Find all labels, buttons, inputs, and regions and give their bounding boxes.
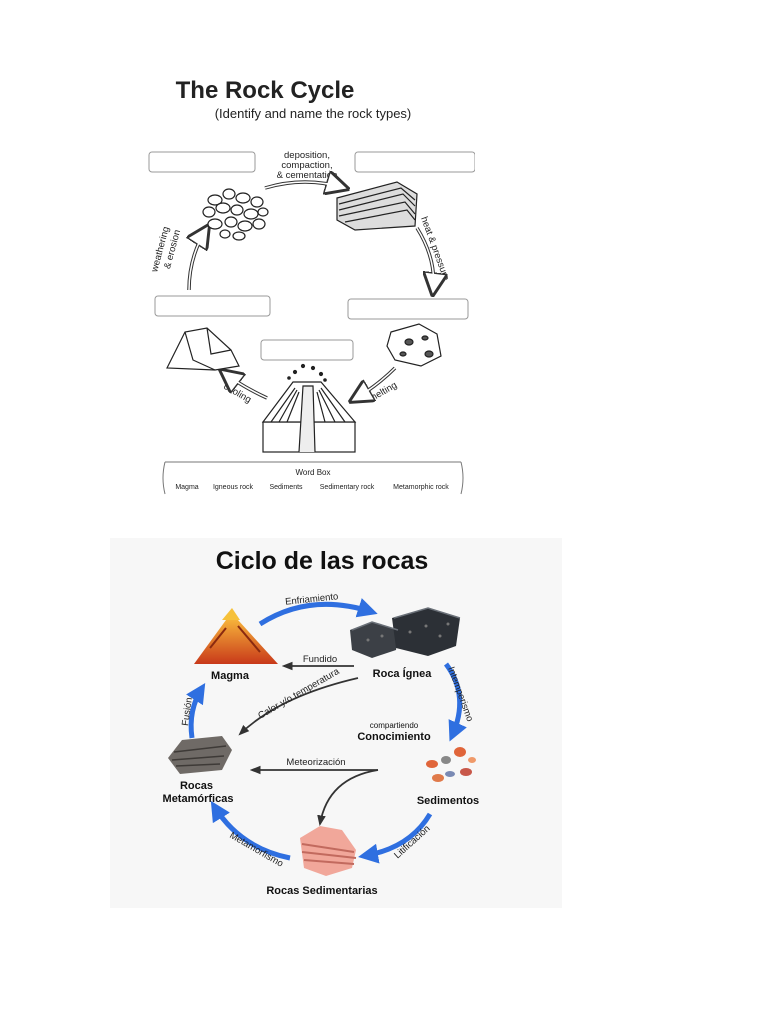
metamorphic-rock-icon: [168, 736, 232, 774]
svg-text:& cementation: & cementation: [277, 170, 338, 181]
watermark-line1: compartiendo: [370, 721, 419, 730]
watermark-line2: Conocimiento: [357, 731, 431, 743]
svg-text:deposition,: deposition,: [284, 150, 330, 161]
cooling-label: cooling: [222, 381, 254, 406]
metamorphic-rock-drawing: [386, 323, 442, 367]
sedimentary-rock-icon: [300, 826, 357, 876]
answer-box-sediments[interactable]: [148, 151, 256, 173]
arrow-intemperismo: [443, 662, 467, 742]
answer-box-metamorphic[interactable]: [347, 298, 469, 320]
word-sedimentary: Sedimentary rock: [320, 484, 375, 491]
volcano-icon: [194, 608, 278, 664]
ciclo-rocas-diagram: Ciclo de las rocas Magma Roca Ígnea Sedi…: [110, 538, 562, 908]
worksheet-title: The Rock Cycle: [176, 77, 355, 104]
rock-cycle-worksheet: The Rock Cycle (Identify and name the ro…: [148, 77, 475, 495]
arrow-cooling-inner: [222, 371, 268, 399]
label-fusion: Fusión: [180, 697, 195, 727]
answer-box-igneous[interactable]: [154, 295, 271, 317]
weathering-label: weathering & erosion: [149, 225, 183, 274]
label-rocas-sedimentarias: Rocas Sedimentarias: [266, 885, 377, 897]
sediments-drawing: [202, 188, 269, 241]
arrow-fusion: [186, 682, 206, 739]
answer-box-magma[interactable]: [260, 339, 354, 361]
arrow-weathering-inner: [188, 227, 208, 291]
word-box-words: Magma Igneous rock Sediments Sedimentary…: [175, 484, 449, 491]
word-sediments: Sediments: [269, 484, 303, 491]
deposition-label: deposition, compaction, & cementation: [277, 150, 338, 181]
label-meteorizacion: Meteorización: [286, 757, 345, 768]
sedimentary-rock-drawing: [336, 181, 418, 231]
igneous-rock-icon: [350, 607, 461, 658]
igneous-rock-drawing: [166, 327, 240, 371]
arrow-enfriamiento: [258, 598, 378, 627]
sediments-icon: [426, 747, 476, 782]
arrow-litificacion: [358, 812, 433, 864]
word-metamorphic: Metamorphic rock: [393, 484, 449, 491]
worksheet-subtitle: (Identify and name the rock types): [215, 106, 412, 121]
arrow-metamorfismo: [210, 800, 291, 861]
label-roca-ignea: Roca Ígnea: [373, 667, 433, 680]
ciclo-title: Ciclo de las rocas: [216, 547, 429, 575]
melting-label: melting: [367, 380, 399, 405]
magma-volcano-drawing: [261, 363, 357, 453]
label-fundido: Fundido: [303, 654, 337, 665]
word-box-title: Word Box: [296, 468, 331, 477]
arrow-deposition-inner: [264, 181, 346, 189]
arrow-to-sedimentarias: [317, 769, 379, 827]
label-sedimentos: Sedimentos: [417, 795, 479, 807]
answer-box-sedimentary[interactable]: [354, 151, 475, 173]
arrow-calor: [238, 677, 359, 736]
svg-text:compaction,: compaction,: [281, 160, 332, 171]
arrow-melting-inner: [352, 367, 396, 401]
arrow-heat-pressure-inner: [416, 227, 435, 293]
word-box-frame: [162, 461, 464, 495]
word-igneous: Igneous rock: [213, 484, 254, 491]
word-magma: Magma: [175, 484, 198, 491]
arrow-weathering: [189, 228, 207, 291]
label-magma: Magma: [211, 670, 250, 682]
